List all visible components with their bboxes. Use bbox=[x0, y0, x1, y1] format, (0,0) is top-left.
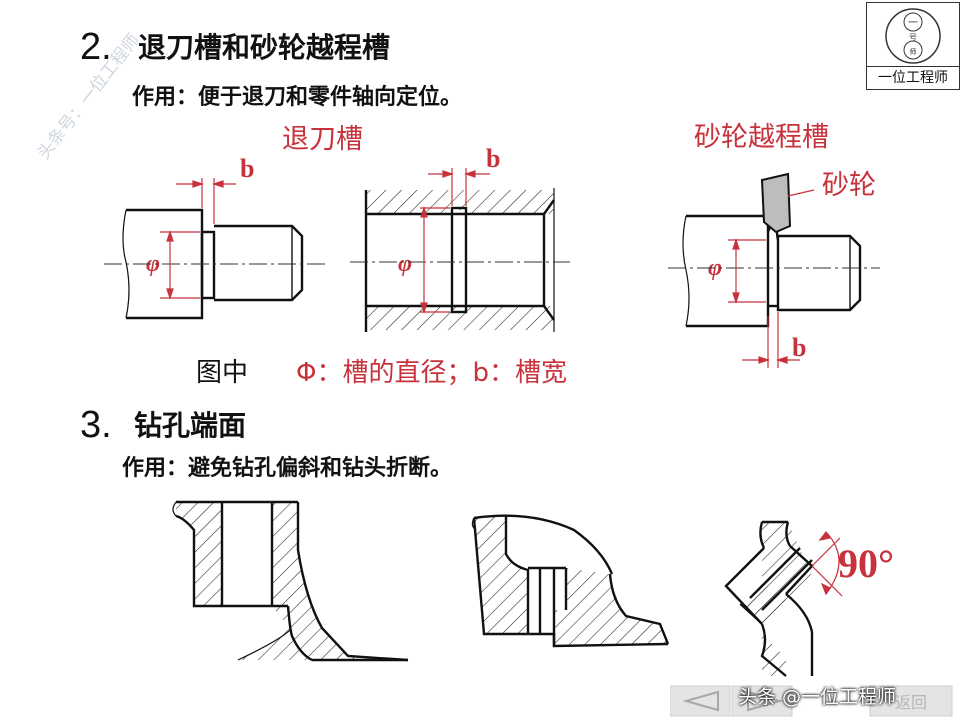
section-3-number: 3. bbox=[80, 404, 112, 446]
caption-undercut-groove: 退刀槽 bbox=[282, 124, 363, 155]
dim-phi-label-3: φ bbox=[708, 255, 723, 281]
figure-drill-face-2 bbox=[471, 514, 670, 648]
figure-drill-face-1 bbox=[172, 500, 409, 662]
back-button-label: 返回 bbox=[895, 693, 927, 712]
section-3-usage: 作用：避免钻孔偏斜和钻头折断。 bbox=[122, 456, 453, 481]
logo-glyph-2: 号 bbox=[909, 33, 917, 42]
figure-drill-face-3 bbox=[724, 520, 814, 677]
dim-b-label-1: b bbox=[240, 154, 255, 183]
back-button[interactable] bbox=[869, 685, 953, 717]
logo-glyph-1: 一 bbox=[908, 18, 918, 29]
dim-b-label-3: b bbox=[792, 333, 807, 362]
footer-credit: 头条 @一位工程师 bbox=[738, 686, 897, 708]
prev-arrow-icon[interactable] bbox=[682, 690, 719, 712]
dim-figure-1 bbox=[160, 178, 236, 300]
logo-glyph-3: 师 bbox=[910, 47, 917, 56]
section-2-usage: 作用：便于退刀和零件轴向定位。 bbox=[132, 85, 463, 110]
next-arrow-icon[interactable] bbox=[747, 690, 784, 712]
slide-nav-bar: 返回 bbox=[670, 685, 953, 717]
dim-b-label-2: b bbox=[486, 144, 501, 173]
section-3-title: 钻孔端面 bbox=[134, 409, 247, 442]
logo-label: 一位工程师 bbox=[867, 66, 959, 89]
logo: 一 号 师 一位工程师 bbox=[866, 2, 960, 90]
legend-text: Φ：槽的直径；b：槽宽 bbox=[296, 358, 567, 388]
angle-label: 90° bbox=[838, 541, 894, 586]
caption-grinding-groove: 砂轮越程槽 bbox=[694, 122, 829, 153]
section-2-number: 2. bbox=[80, 26, 112, 68]
legend-prefix: 图中 bbox=[196, 358, 249, 388]
grinding-wheel-label: 砂轮 bbox=[822, 170, 876, 201]
dim-phi-label-2: φ bbox=[398, 251, 413, 277]
figure-undercut-bore bbox=[364, 188, 555, 332]
dim-figure-3 bbox=[728, 238, 800, 368]
dim-phi-label-1: φ bbox=[146, 251, 161, 277]
grinding-wheel bbox=[760, 172, 815, 234]
dim-figure-2 bbox=[420, 168, 490, 314]
logo-mark: 一 号 师 bbox=[885, 8, 941, 64]
section-2-title: 退刀槽和砂轮越程槽 bbox=[138, 31, 391, 64]
